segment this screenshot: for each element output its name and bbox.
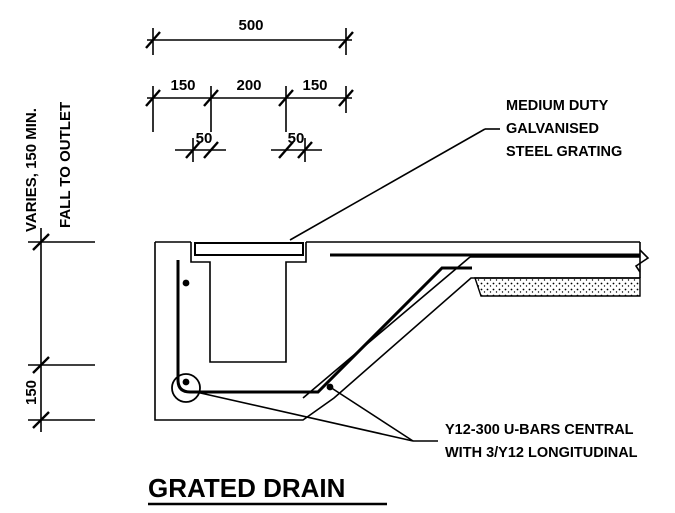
drain-channel (190, 242, 307, 363)
dim-200-label: 200 (236, 77, 261, 94)
grating-note: MEDIUM DUTY GALVANISED STEEL GRATING (506, 98, 622, 160)
drain-section (154, 241, 650, 421)
varies-depth-label: VARIES, 150 MIN. (23, 108, 40, 232)
dim-150-depth-label: 150 (23, 380, 40, 405)
u-bar-rebar (176, 260, 472, 394)
dim-50-right-label: 50 (288, 130, 305, 147)
steel-grating (194, 242, 304, 256)
rebar-note-line1: Y12-300 U-BARS CENTRAL (445, 422, 634, 438)
break-line (634, 249, 650, 273)
sub-base-layer (474, 277, 641, 297)
dimension-overall: 500 (145, 17, 354, 55)
fall-to-outlet-label: FALL TO OUTLET (57, 102, 74, 228)
longitudinal-bar-ring (171, 373, 201, 403)
dimension-offsets: 50 50 (175, 130, 322, 162)
rebar-note-line2: WITH 3/Y12 LONGITUDINAL (445, 445, 638, 461)
grating-note-line3: STEEL GRATING (506, 144, 622, 160)
dim-500-label: 500 (238, 17, 263, 34)
grating-note-line1: MEDIUM DUTY (506, 98, 609, 114)
grating-note-line2: GALVANISED (506, 121, 599, 137)
leaders (195, 128, 500, 442)
dimension-breakdown: 150 200 150 (145, 77, 354, 132)
dim-50-left-label: 50 (196, 130, 213, 147)
dimension-vertical: VARIES, 150 MIN. FALL TO OUTLET 150 (23, 102, 95, 432)
dim-150-right-label: 150 (302, 77, 327, 94)
longitudinal-bar-bottom (182, 378, 190, 386)
dim-150-left-label: 150 (170, 77, 195, 94)
drawing-title: GRATED DRAIN (148, 473, 345, 503)
longitudinal-bar-side (182, 279, 190, 287)
rebar-note: Y12-300 U-BARS CENTRAL WITH 3/Y12 LONGIT… (445, 422, 638, 461)
